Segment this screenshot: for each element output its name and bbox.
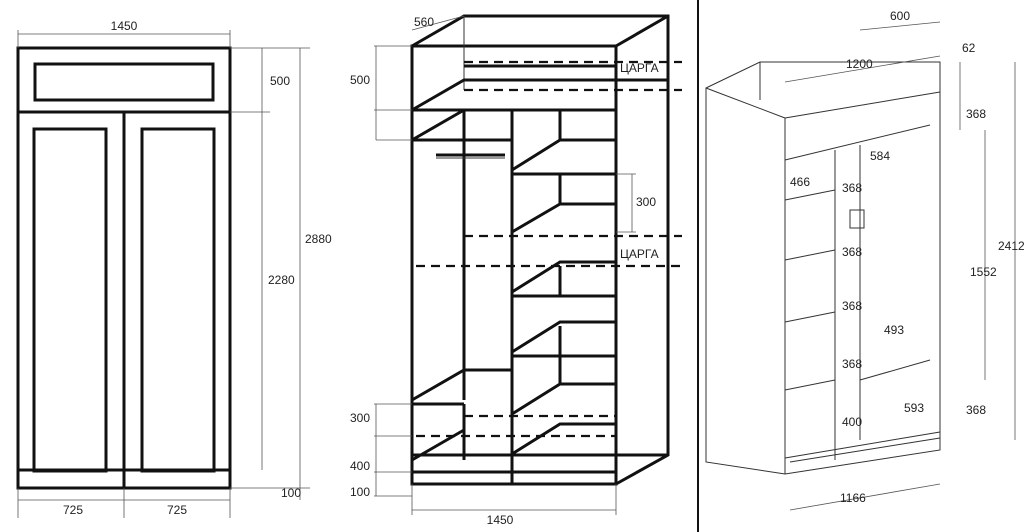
iso-col-c-label: 368	[842, 299, 862, 313]
iso-view: 600 1200 62 368 584 466 368 368 368 368 …	[705, 9, 1024, 511]
front-plinth-label: 100	[281, 486, 301, 500]
iso-col-d-label: 368	[842, 357, 862, 371]
iso-width-label: 1200	[846, 57, 873, 71]
inside-view: ЦАРГА ЦАРГА	[350, 14, 682, 527]
iso-middle-height-label: 1552	[970, 265, 997, 279]
iso-col-e-label: 400	[842, 415, 862, 429]
inside-width-label: 1450	[487, 513, 514, 527]
front-top-height-label: 500	[270, 74, 290, 88]
front-door-height-label: 2280	[268, 273, 295, 287]
iso-total-height-label: 2412	[998, 239, 1024, 253]
inside-top-height-label: 500	[350, 73, 370, 87]
front-half-right-label: 725	[167, 503, 187, 517]
iso-top-shelf-label: 368	[966, 107, 986, 121]
inside-plinth-label: 100	[350, 485, 370, 499]
inside-bottom-400-label: 400	[350, 459, 370, 473]
front-right-door-panel	[140, 127, 216, 473]
inside-bottom-300-label: 300	[350, 411, 370, 425]
iso-col-b-label: 368	[842, 245, 862, 259]
inside-shelves: ЦАРГА	[416, 110, 682, 416]
inside-tsarga-top-label: ЦАРГА	[620, 61, 659, 75]
inside-shelf-gap-label: 300	[636, 195, 656, 209]
front-half-left-label: 725	[63, 503, 83, 517]
front-top-panel	[33, 62, 215, 102]
iso-bottom-depth-label: 593	[904, 401, 924, 415]
iso-col-a-label: 368	[842, 181, 862, 195]
iso-inner-width-label: 1166	[840, 491, 866, 505]
front-view: 1450 500 2280 2880 100 725 725	[16, 19, 332, 518]
front-total-height-label: 2880	[305, 232, 332, 246]
iso-top-gap-label: 62	[962, 41, 976, 55]
inside-top-shelf	[411, 78, 668, 112]
iso-left-shelf-label: 466	[790, 175, 810, 189]
iso-right-depth-label: 493	[884, 323, 904, 337]
iso-shelf-depth-label: 584	[870, 149, 890, 163]
iso-bottom-height-label: 368	[966, 403, 986, 417]
inside-depth-label: 560	[414, 15, 434, 29]
front-left-door-panel	[32, 127, 108, 473]
front-width-label: 1450	[111, 19, 138, 33]
iso-depth-label: 600	[890, 9, 910, 23]
inside-tsarga-mid-label: ЦАРГА	[620, 247, 659, 261]
